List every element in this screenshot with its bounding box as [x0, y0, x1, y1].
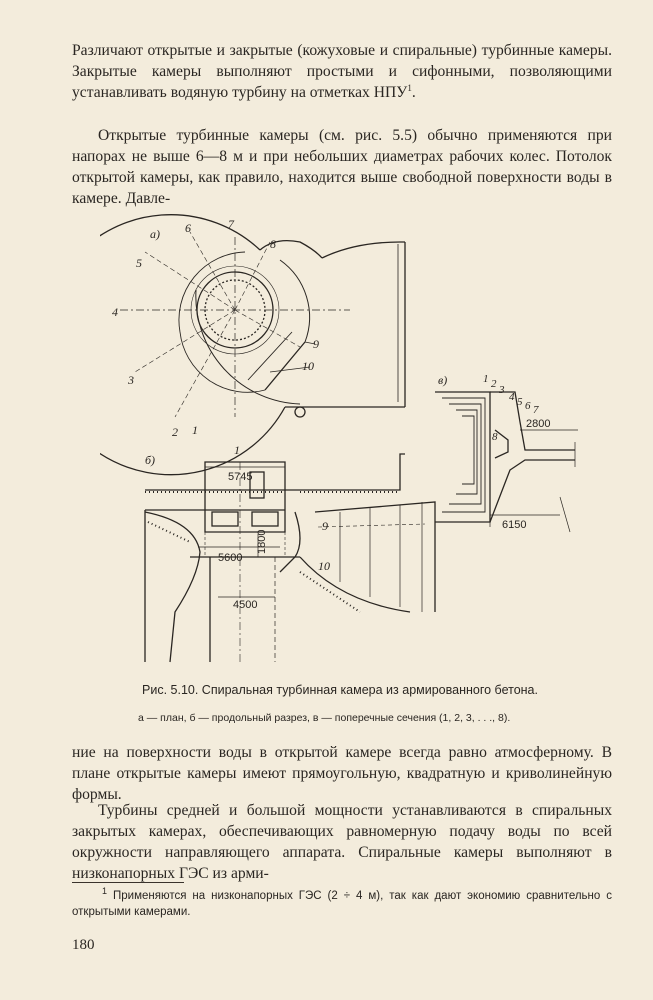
label-b-1: 1	[234, 443, 240, 457]
paragraph-3: ние на поверхности воды в открытой камер…	[72, 744, 612, 803]
dim-6150: 6150	[502, 519, 526, 531]
label-a-3: 3	[127, 373, 134, 387]
panel-b-letter: б)	[145, 453, 155, 467]
dim-5600: 5600	[218, 552, 242, 564]
dim-5745: 5745	[228, 471, 252, 483]
label-a-7: 7	[228, 217, 235, 231]
label-c-3: 3	[498, 384, 505, 396]
paragraph-1-end: .	[411, 84, 416, 101]
paragraph-2: Открытые турбинные камеры (см. рис. 5.5)…	[72, 127, 612, 207]
label-b-9: 9	[322, 519, 328, 533]
label-c-6: 6	[525, 400, 531, 412]
label-c-2: 2	[491, 378, 497, 390]
page-number: 180	[72, 937, 95, 953]
footnote-ref[interactable]: 1	[407, 82, 412, 93]
label-a-5: 5	[136, 256, 142, 270]
footnote-divider	[72, 882, 184, 883]
spiral-outer-contour	[100, 214, 286, 476]
figure-drawing: а) б) в) 1 2 3 4 5 6 7 8 9 10 1 9 10 1 2…	[100, 214, 578, 663]
label-a-9: 9	[313, 337, 319, 351]
paragraph-1: Различают открытые и закрытые (кожуховые…	[72, 40, 612, 103]
footnote: 1 Применяются на низконапорных ГЭС (2 ÷ …	[72, 886, 612, 920]
label-a-2: 2	[172, 425, 178, 439]
label-a-6: 6	[185, 221, 191, 235]
label-c-5: 5	[517, 396, 523, 408]
figure-5-10: а) б) в) 1 2 3 4 5 6 7 8 9 10 1 9 10 1 2…	[100, 212, 590, 674]
footnote-marker: 1	[102, 886, 108, 897]
dim-4500: 4500	[233, 599, 257, 611]
label-b-10: 10	[318, 559, 330, 573]
label-c-1: 1	[483, 373, 489, 385]
label-c-4: 4	[509, 391, 515, 403]
dim-1800: 1800	[256, 530, 268, 554]
label-a-1: 1	[192, 423, 198, 437]
paragraph-4: Турбины средней и большой мощности устан…	[72, 802, 612, 882]
label-a-10: 10	[302, 359, 314, 373]
label-a-4: 4	[112, 305, 118, 319]
label-a-8: 8	[270, 237, 276, 251]
paragraph-1-text: Различают открытые и закрытые (кожуховые…	[72, 42, 612, 101]
panel-c-letter: в)	[438, 373, 447, 387]
label-c-8: 8	[492, 431, 498, 443]
panel-a-letter: а)	[150, 227, 160, 241]
figure-legend: а — план, б — продольный разрез, в — поп…	[138, 712, 511, 724]
dim-2800: 2800	[526, 418, 550, 430]
figure-caption: Рис. 5.10. Спиральная турбинная камера и…	[142, 683, 538, 697]
label-c-7: 7	[533, 404, 539, 416]
footnote-text: Применяются на низконапорных ГЭС (2 ÷ 4 …	[72, 890, 612, 918]
